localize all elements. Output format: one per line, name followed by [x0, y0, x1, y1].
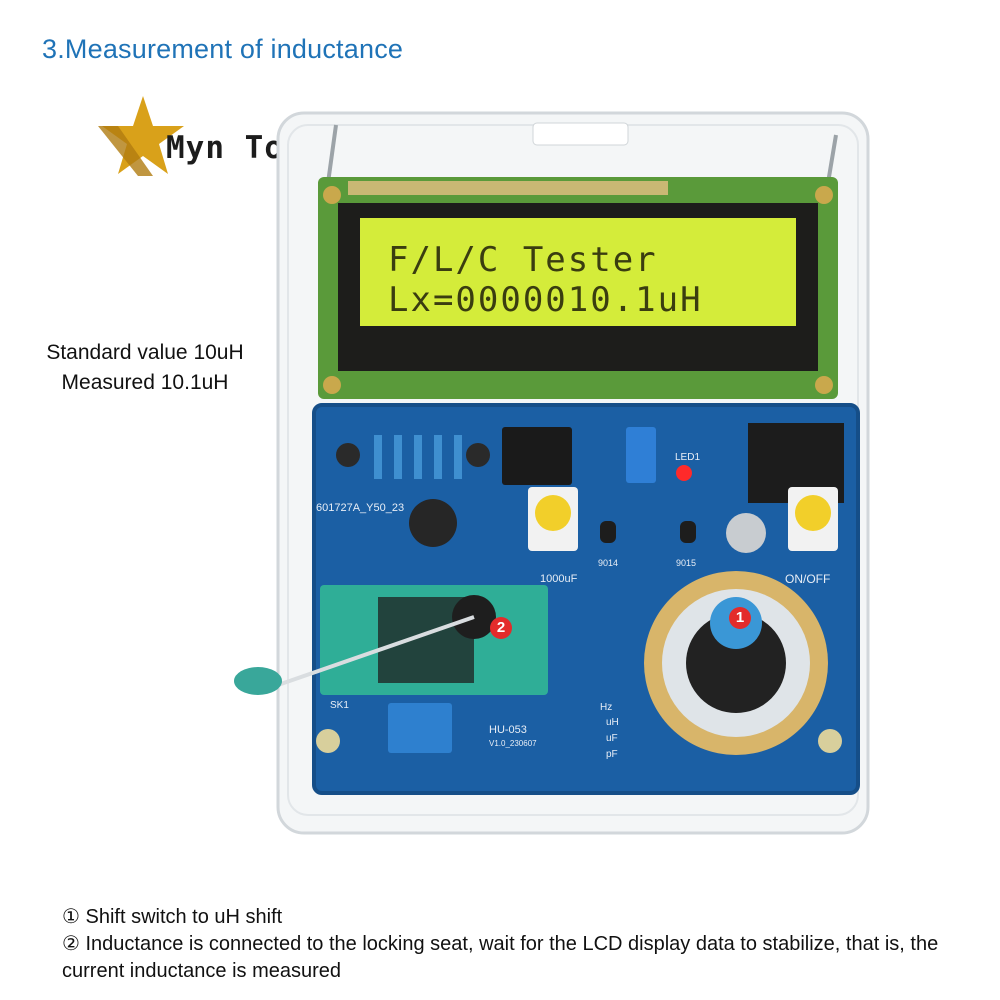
lc-tester-device [228, 105, 898, 840]
ic-chip [502, 427, 572, 485]
lcd-mount-hole-br [815, 376, 833, 394]
sk1-label: SK1 [330, 700, 349, 711]
transistor-9015 [680, 521, 696, 543]
inductor-under-test [234, 667, 282, 695]
mode-uf-label: uF [606, 733, 618, 744]
instructions: ① Shift switch to uH shift ② Inductance … [62, 904, 962, 985]
page-title: 3.Measurement of inductance [42, 34, 404, 64]
mount-screw-right [818, 729, 842, 753]
electrolytic-capacitor-small [336, 443, 360, 467]
version-label: V1.0_230607 [489, 739, 537, 748]
power-button-cap [795, 495, 831, 531]
right-screw-rod [826, 134, 838, 184]
transistor-9015-label: 9015 [676, 558, 697, 568]
case-top-clip [532, 122, 629, 146]
transistor-9014 [600, 521, 616, 543]
on-off-label: ON/OFF [785, 572, 831, 586]
left-screw-rod [326, 124, 338, 184]
terminal-block [388, 703, 452, 753]
push-button-left-cap [535, 495, 571, 531]
lcd-screen [360, 218, 796, 326]
model-label: HU-053 [489, 724, 527, 736]
electrolytic-capacitor-large [409, 499, 457, 547]
transistor-9014-label: 9014 [598, 558, 619, 568]
mount-screw-left [316, 729, 340, 753]
electrolytic-capacitor-silver [726, 513, 766, 553]
mode-hz-label: Hz [600, 702, 613, 713]
capacitor-label: 1000uF [540, 573, 578, 585]
trimmer-potentiometer [626, 427, 656, 483]
lcd-mount-hole-bl [323, 376, 341, 394]
pcb-board-edge [312, 403, 860, 795]
measured-value-note: Measured 10.1uH [61, 371, 229, 394]
rotary-knob [686, 613, 786, 713]
led-label: LED1 [675, 452, 701, 463]
pcb-code-label: 601727A_Y50_23 [316, 502, 405, 514]
callout-2-badge: 2 [490, 617, 512, 639]
lcd-mount-hole-tl [323, 186, 341, 204]
callout-1-badge: 1 [729, 607, 751, 629]
instruction-step-1: ① Shift switch to uH shift [62, 906, 283, 928]
star-icon [98, 96, 184, 176]
lcd-mount-hole-tr [815, 186, 833, 204]
instruction-step-2: ② Inductance is connected to the locking… [62, 933, 939, 982]
lcd-pin-header [348, 181, 668, 195]
lcd-line-2: Lx=0000010.1uH [388, 280, 703, 320]
resistor-row [374, 435, 462, 479]
mode-uh-label: uH [606, 717, 619, 728]
led-indicator [676, 465, 692, 481]
standard-value-note: Standard value 10uH [46, 341, 244, 364]
mode-pf-label: pF [606, 749, 618, 760]
zif-lever [277, 615, 475, 687]
lcd-line-1: F/L/C Tester [388, 240, 658, 280]
electrolytic-capacitor-small-2 [466, 443, 490, 467]
